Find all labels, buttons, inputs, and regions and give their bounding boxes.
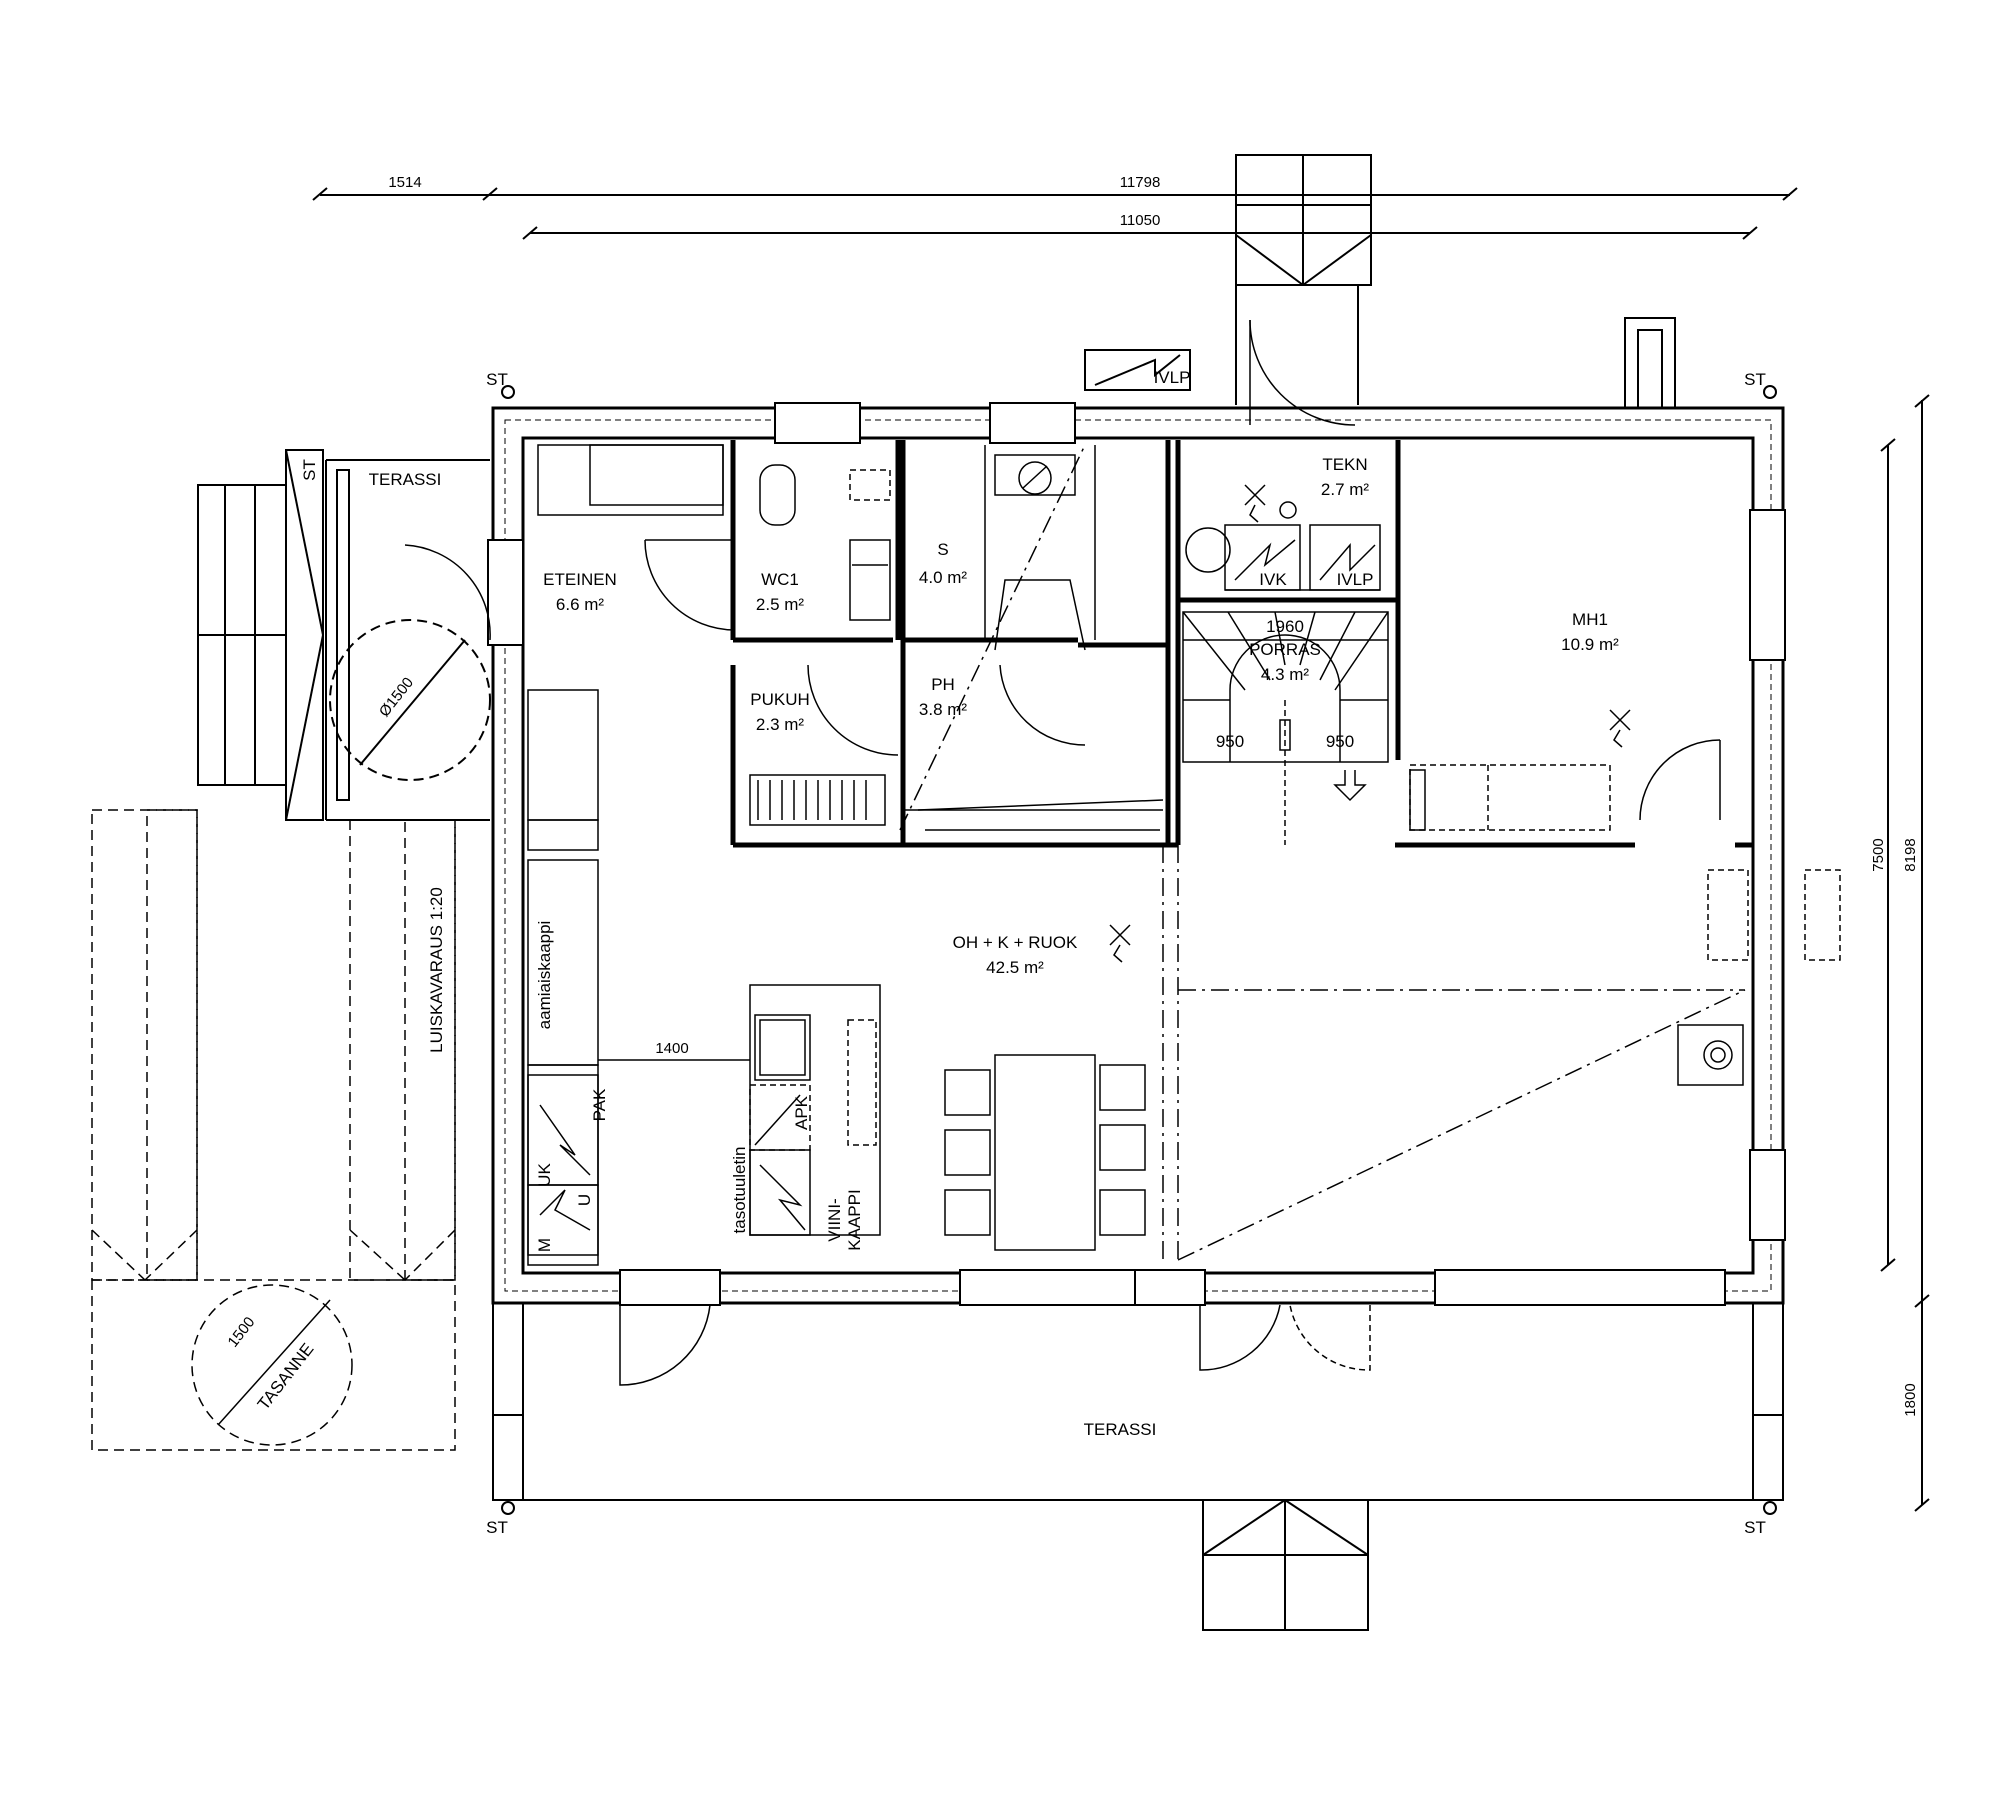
- room-oh: OH + K + RUOK: [953, 933, 1078, 952]
- wine-label-2: KAAPPI: [845, 1189, 864, 1250]
- uk-label: UK: [535, 1163, 554, 1187]
- dim-right-total: 8198: [1902, 838, 1919, 871]
- light-symbols: [1109, 484, 1631, 963]
- room-eteinen-area: 6.6 m²: [556, 595, 605, 614]
- room-eteinen: ETEINEN: [543, 570, 617, 589]
- m-label: M: [535, 1238, 554, 1252]
- room-tekn: TEKN: [1322, 455, 1367, 474]
- st-label-bottom-right: ST: [1744, 1518, 1766, 1537]
- u-label: U: [575, 1194, 594, 1206]
- room-mh1-area: 10.9 m²: [1561, 635, 1619, 654]
- room-mh1: MH1: [1572, 610, 1608, 629]
- room-terassi-top: TERASSI: [369, 470, 442, 489]
- st-label-left-terrace: ST: [300, 459, 319, 481]
- room-porras-area: 4.3 m²: [1261, 665, 1310, 684]
- stair-step-left: 950: [1216, 732, 1244, 751]
- st-posts: [501, 385, 1777, 1515]
- dim-top-inner: 11050: [1120, 212, 1161, 229]
- stair-width: 1960: [1266, 617, 1304, 636]
- dim-top-total: 11798: [1120, 174, 1161, 191]
- ramp-area: [91, 809, 456, 1451]
- dimension-text: 1514 11798 11050 7500 8198 1800 1400 Ø15…: [224, 174, 1919, 1417]
- ivlp-label: IVLP: [1337, 570, 1374, 589]
- dimension-lines: [312, 187, 1930, 1512]
- room-wc1-area: 2.5 m²: [756, 595, 805, 614]
- kitchen-fixtures: [527, 689, 1841, 1266]
- room-pukuh: PUKUH: [750, 690, 810, 709]
- room-ph: PH: [931, 675, 955, 694]
- dim-turning-circle: Ø1500: [376, 674, 417, 720]
- room-porras: PORRAS: [1249, 640, 1321, 659]
- room-tekn-area: 2.7 m²: [1321, 480, 1370, 499]
- wet-room-fixtures: [537, 444, 1381, 831]
- room-labels: ETEINEN 6.6 m² WC1 2.5 m² S 4.0 m² TEKN …: [369, 455, 1620, 1439]
- dim-right-terrace: 1800: [1902, 1383, 1919, 1416]
- interior-walls: [730, 440, 1753, 848]
- room-s: S: [937, 540, 948, 559]
- breakfast-cabinet-label: aamiaiskaappi: [535, 921, 554, 1030]
- room-wc1: WC1: [761, 570, 799, 589]
- marker-text: ST ST ST ST ST IVLP IVK IVLP: [300, 368, 1766, 1537]
- door-swings: [404, 319, 1721, 1386]
- dim-top-left: 1514: [388, 174, 421, 191]
- ivlp-outdoor-label: IVLP: [1154, 368, 1191, 387]
- room-terassi-bottom: TERASSI: [1084, 1420, 1157, 1439]
- apk-label: APK: [792, 1095, 811, 1130]
- st-label-bottom-left: ST: [486, 1518, 508, 1537]
- windows: [487, 402, 1786, 1306]
- pak-label: PAK: [590, 1088, 609, 1121]
- dim-landing-circle: 1500: [224, 1314, 258, 1351]
- stair-step-right: 950: [1326, 732, 1354, 751]
- landing-label: TASANNE: [254, 1340, 318, 1414]
- ramp-label: LUISKAVARAUS 1:20: [427, 887, 446, 1053]
- bedroom-wardrobe: [1409, 764, 1611, 831]
- wine-label: VIINI-: [825, 1198, 844, 1241]
- st-label-top-left: ST: [486, 370, 508, 389]
- room-pukuh-area: 2.3 m²: [756, 715, 805, 734]
- staircase: [1182, 611, 1389, 845]
- dim-kitchen-gap: 1400: [655, 1040, 688, 1057]
- terrace-left: [197, 449, 491, 821]
- exterior-walls: [491, 406, 1785, 1305]
- top-steps: [1235, 154, 1676, 409]
- room-ph-area: 3.8 m²: [919, 700, 968, 719]
- ivk-label: IVK: [1259, 570, 1287, 589]
- room-s-area: 4.0 m²: [919, 568, 968, 587]
- st-label-top-right: ST: [1744, 370, 1766, 389]
- hood-label: tasotuuletin: [730, 1147, 749, 1234]
- ivlp-outdoor-unit: [1084, 349, 1191, 391]
- dim-right-inner: 7500: [1870, 838, 1887, 871]
- room-oh-area: 42.5 m²: [986, 958, 1044, 977]
- terrace-bottom: [492, 1303, 1784, 1631]
